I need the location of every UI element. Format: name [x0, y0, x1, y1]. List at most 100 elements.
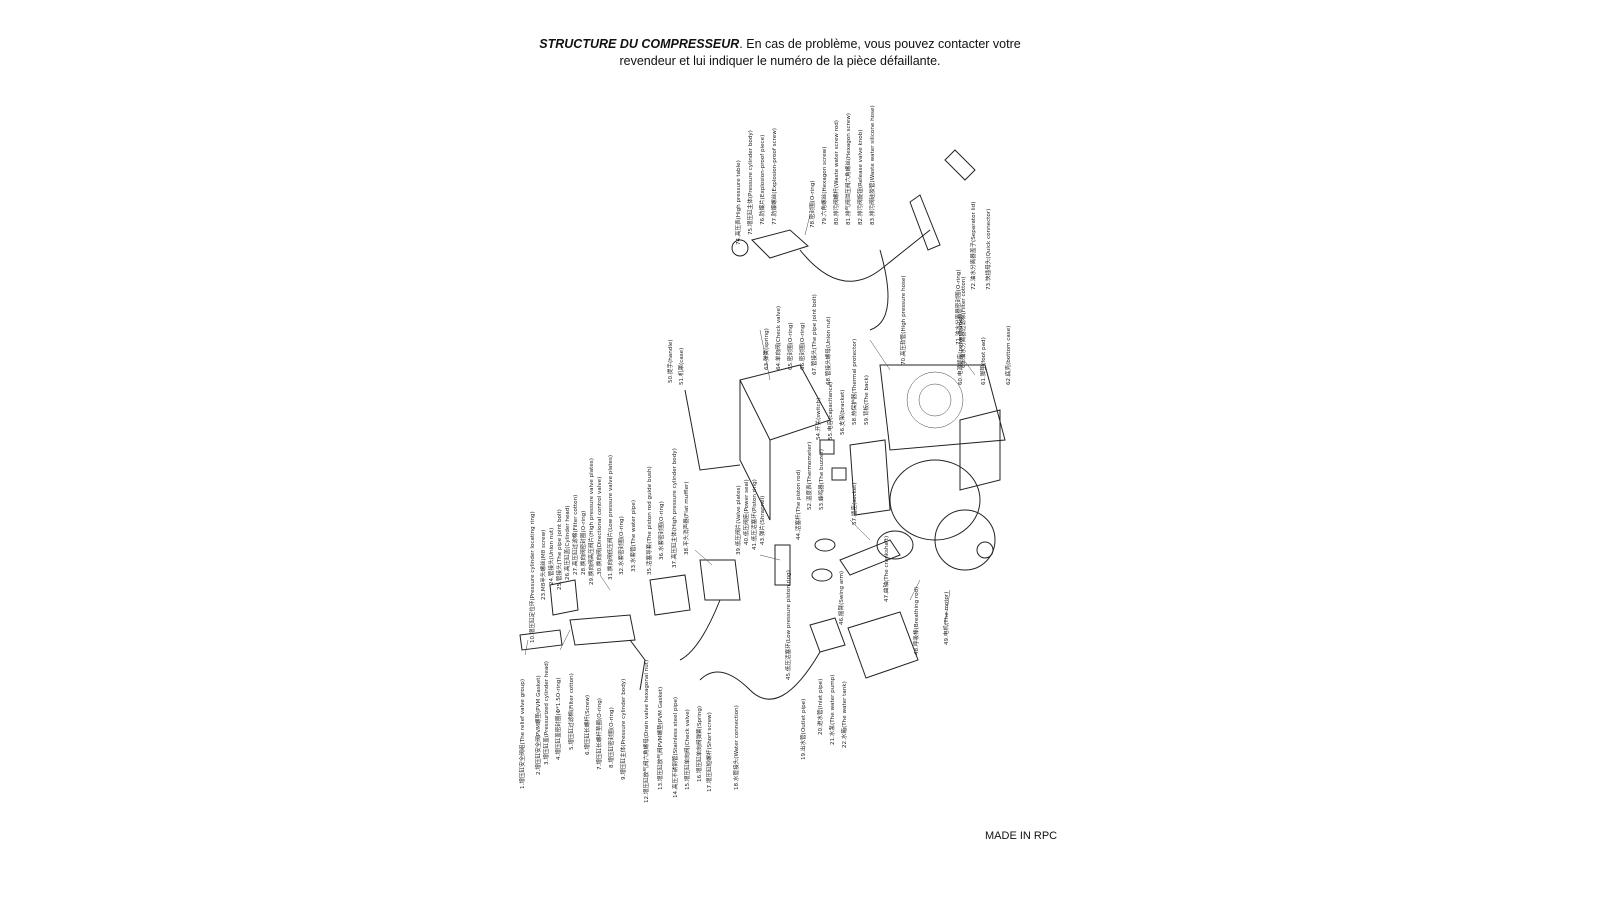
part-label: 10.增压缸定位环(Pressure cylinder locating rin… [528, 511, 536, 643]
header-title: STRUCTURE DU COMPRESSEUR [539, 37, 740, 51]
part-label: 64.单向阀(Check valve) [774, 306, 782, 370]
case-shape [739, 364, 831, 441]
part-label: 25.管接头(The pipe joint bolt) [555, 509, 563, 590]
part-label: 19.出水管(Outlet pipe) [799, 699, 807, 760]
water-pipe-shape [699, 651, 821, 700]
buzzer-shape [831, 467, 847, 481]
part-label: 45.低压活塞环(Low pressure piston ring) [784, 570, 792, 680]
part-label: 51.机罩(case) [677, 348, 685, 385]
made-in-label: MADE IN RPC [985, 830, 1058, 842]
diagram-leader-lines [524, 214, 976, 656]
piston-rod-shape [774, 544, 791, 586]
part-label: 6.增压缸长螺杆(Screw) [583, 695, 591, 755]
part-label: 66.密封圈(O-ring) [798, 322, 806, 370]
quick-connector-shape [944, 149, 976, 181]
separator-shape [909, 194, 941, 251]
part-label: 16.增压缸单向阀弹簧(Spring) [695, 706, 703, 782]
part-label: 35.活塞导套(The piston rod guide bush) [645, 466, 653, 575]
part-label: 46.摇臂(Swing arm) [837, 571, 845, 625]
part-label: 83.排污阀硅胶管(Waste water silicone hose) [868, 105, 876, 225]
part-label: 56.支架(bracket) [838, 390, 846, 435]
stainless-pipe-shape [679, 599, 721, 661]
water-pump-shape [809, 617, 846, 653]
part-label: 18.水管接头(Water connection) [732, 705, 740, 790]
part-label: 81.排气阀泄压阀六角螺丝(Hexagon screw) [844, 113, 852, 225]
part-label: 2.增压缸安全阀PVM螺垫(PVM Gasket) [534, 675, 542, 775]
part-label: 43.弹片(Shrapnel) [758, 496, 766, 545]
part-label: 37.高压缸主体(High pressure cylinder body) [670, 448, 678, 568]
part-label: 4.增压缸盖密封圈(Φ*1.5O-ring) [554, 678, 562, 760]
silicone-hose-shape [799, 229, 931, 282]
pressure-cylinder-shape [569, 614, 636, 646]
thermometer-shape [819, 439, 835, 455]
part-label: 74.高压表(High pressure table) [734, 160, 742, 245]
part-label: 21.水泵(The water pump) [828, 675, 836, 745]
part-label: 63.弹簧(spring) [762, 328, 770, 370]
part-label: 79.六角螺丝(Hexagon screw) [820, 147, 828, 225]
part-label: 23.M8半头螺丝(M8 screw) [539, 530, 547, 600]
part-label: 39.低压阀片(Valve plates) [734, 485, 742, 555]
part-label: 67.管接头(The pipe joint bolt) [810, 294, 818, 375]
part-label: 26.高压缸盖(Cylinder head) [563, 505, 571, 580]
grille-shape [906, 371, 964, 429]
water-tank-shape [847, 611, 919, 679]
part-label: 54.开关(switch) [814, 398, 822, 440]
case-side-shape [739, 380, 771, 521]
part-label: 12.增压缸放气阀六角螺母(Drain valve hexagonal nut) [642, 660, 650, 803]
part-label: 55.电容(capacitance) [826, 382, 834, 440]
part-label: 36.水套密封圈(O-ring) [657, 501, 665, 560]
part-label: 48.呼吸棒(Breathing rod) [912, 587, 920, 655]
part-label: 52.温度表(Thermometer) [805, 442, 813, 510]
relief-valve-shape [519, 629, 563, 651]
part-label: 33.水套管(The water pipe) [629, 500, 637, 572]
part-label: 22.水箱(The water tank) [840, 681, 848, 748]
part-label: 24.管接头(Union nut) [547, 528, 555, 585]
part-label: 62.底壳(bottom case) [1004, 326, 1012, 385]
part-label: 57.插座(socket) [850, 482, 858, 525]
part-label: 29.换向阀高压阀片(High pressure valve plates) [587, 458, 595, 585]
part-label: 44.活塞杆(The piston rod) [794, 470, 802, 540]
part-label: 78.密封圈(O-ring) [808, 180, 816, 228]
part-label: 20.进水管(Inlet pipe) [816, 679, 824, 735]
motor-body-shape [889, 459, 981, 541]
low-piston-ring-shape [811, 568, 833, 582]
part-label: 41.低压活塞环(Piston ring) [750, 479, 758, 550]
part-label: 61.脚垫(foot pad) [979, 337, 987, 385]
part-label: 69.油水分离器过滤棉(Filter cotton) [959, 277, 967, 369]
part-label: 40.低压阀座(Power seal) [742, 479, 750, 545]
part-label: 73.快插母头(Quick connector) [984, 209, 992, 290]
part-label: 77.防爆螺丝(Explosion-proof screw) [770, 128, 778, 225]
part-label: 27.高压缸过滤棉(Filter cotton) [571, 495, 579, 575]
hp-cylinder-shape [699, 559, 741, 601]
motor-shaft-shape [976, 541, 994, 559]
part-label: 49.电机(The motor) [942, 592, 950, 645]
part-label: 31.换向阀低压阀片(Low pressure valve plates) [606, 455, 614, 580]
piston-ring-shape [814, 538, 836, 552]
bracket-shape [849, 439, 891, 516]
part-label: 32.水套密封圈(O-ring) [617, 516, 625, 575]
pressure-gauge-shape [731, 239, 749, 257]
part-label: 30.换向阀(Directional control valve) [595, 477, 603, 575]
part-label: 14.高压不锈钢管(Stainless steel pipe) [671, 697, 679, 798]
part-label: 9.增压缸主体(Pressure cylinder body) [619, 679, 627, 780]
drain-valve-shape [629, 639, 646, 691]
diagram-parts [519, 149, 1006, 700]
swing-arm-shape [839, 539, 901, 576]
bottom-case-shape [959, 409, 1001, 491]
part-label: 60.电源插座(power outlet) [956, 314, 964, 385]
part-label: 7.增压缸长螺杆垫圈(O-ring) [595, 698, 603, 770]
valve-block-shape [751, 229, 809, 259]
part-label: 17.增压缸短螺杆(Short screw) [705, 712, 713, 792]
part-label: 8.增压缸密封圈(O-ring) [607, 707, 615, 768]
part-label: 70.高压软管(High pressure hose) [899, 275, 907, 365]
part-label: 50.提手(handle) [666, 339, 674, 383]
header-text: . En cas de problème, vous pouvez contac… [619, 37, 1021, 68]
part-label: 76.防爆片(Explosion-proof piece) [758, 135, 766, 225]
diagram-labels: 1.增压缸安全阀组(The relief valve group) 2.增压缸安… [518, 105, 1012, 803]
high-pressure-hose-shape [869, 249, 889, 331]
part-label: 59.背板(The back) [862, 375, 870, 425]
part-label: 80.排污阀螺杆(Waste water screw rod) [832, 120, 840, 225]
part-label: 53.蜂鸣器(The buzzer) [817, 449, 825, 510]
part-label: 3.增压缸盖(Pressurized cylinder head) [542, 661, 550, 765]
part-label: 28.换向阀密封圈(O-ring) [579, 511, 587, 575]
